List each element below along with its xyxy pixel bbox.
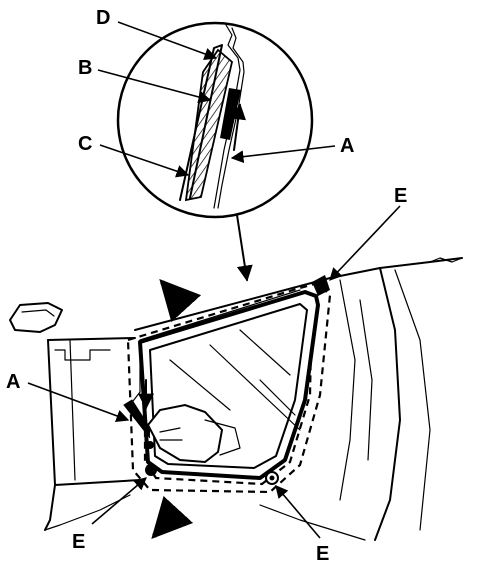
detail-to-main-arrow — [236, 214, 253, 282]
callout-c: C — [78, 133, 92, 155]
clip-top — [312, 275, 330, 296]
callout-a-main: A — [6, 371, 20, 393]
cutting-tool — [123, 399, 151, 439]
grab-handle — [9, 302, 63, 333]
leader-c — [99, 144, 190, 178]
hand-with-tool — [123, 339, 241, 464]
callout-e-top: E — [394, 185, 407, 207]
left-trim — [44, 339, 56, 531]
leader-b — [97, 69, 212, 104]
leader-e-bottom-right — [275, 485, 321, 539]
callout-d: D — [96, 7, 110, 29]
callout-b: B — [78, 57, 92, 79]
cutting-wire — [213, 24, 241, 209]
clip-bottom-left — [145, 464, 157, 476]
hand — [146, 403, 224, 464]
callout-e-bottom-left: E — [72, 531, 85, 553]
leader-a-detail — [230, 145, 336, 164]
adhesive-outline-outer — [126, 281, 332, 494]
detail-arrow — [230, 103, 247, 151]
callout-a-detail: A — [340, 135, 354, 157]
glass-pane — [149, 303, 308, 469]
detail-view — [116, 21, 314, 219]
push-out-arrow-bottom — [151, 495, 194, 539]
c-pillar — [374, 267, 401, 541]
leader-e-top — [329, 205, 401, 281]
push-out-arrow-top — [159, 279, 202, 323]
callout-e-bottom-right: E — [316, 543, 329, 565]
vehicle-quarter-panel — [9, 257, 463, 541]
leader-d — [117, 21, 218, 61]
leader-e-bottom-left — [91, 477, 147, 525]
leader-a-main — [27, 382, 130, 423]
molding-section — [179, 44, 223, 201]
quarter-glass — [126, 281, 332, 494]
